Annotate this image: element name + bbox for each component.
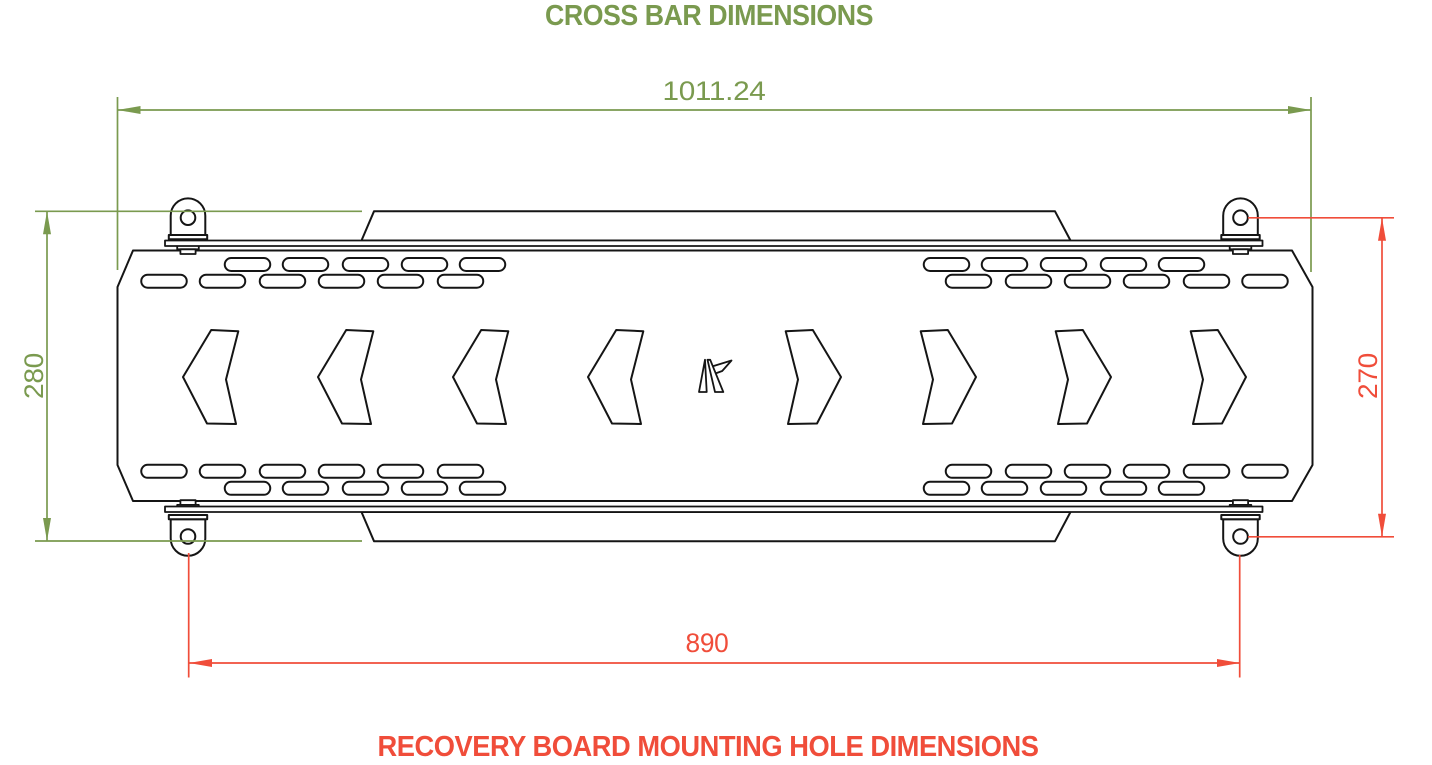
dimension-value-hole-spacing-width: 890 (686, 628, 729, 658)
bottom-rail (164, 505, 1264, 513)
dimension-overall-width: 1011.24 (116, 76, 1312, 272)
bottom-channel (360, 511, 1072, 543)
top-channel (360, 210, 1072, 242)
arrowhead-left (117, 106, 141, 114)
page-title-top: CROSS BAR DIMENSIONS (545, 0, 873, 32)
extension-lines (1248, 216, 1394, 538)
extension-lines (116, 97, 1312, 272)
kaon-k-logo-icon (698, 358, 733, 393)
dimension-value-overall-width: 1011.24 (663, 76, 766, 106)
arrowhead-right (1217, 659, 1240, 667)
dimension-hole-spacing-height: 270 (1248, 216, 1394, 538)
top-rail (164, 239, 1264, 247)
extension-lines (35, 210, 362, 542)
dimension-value-hole-spacing-height: 270 (1353, 353, 1383, 399)
extension-lines (187, 553, 1241, 678)
arrowhead-left (189, 659, 212, 667)
crossbar-drawing (116, 197, 1314, 557)
arrowhead-top (1378, 217, 1386, 241)
dimension-hole-spacing-width: 890 (187, 553, 1241, 678)
arrowhead-top (43, 211, 51, 235)
page-title-bottom: RECOVERY BOARD MOUNTING HOLE DIMENSIONS (378, 731, 1039, 763)
dimension-overall-height: 280 (19, 210, 362, 542)
arrowhead-bottom (1378, 513, 1386, 537)
arrowhead-right (1288, 106, 1311, 114)
arrowhead-bottom (43, 518, 51, 541)
dimension-value-overall-height: 280 (19, 353, 49, 399)
